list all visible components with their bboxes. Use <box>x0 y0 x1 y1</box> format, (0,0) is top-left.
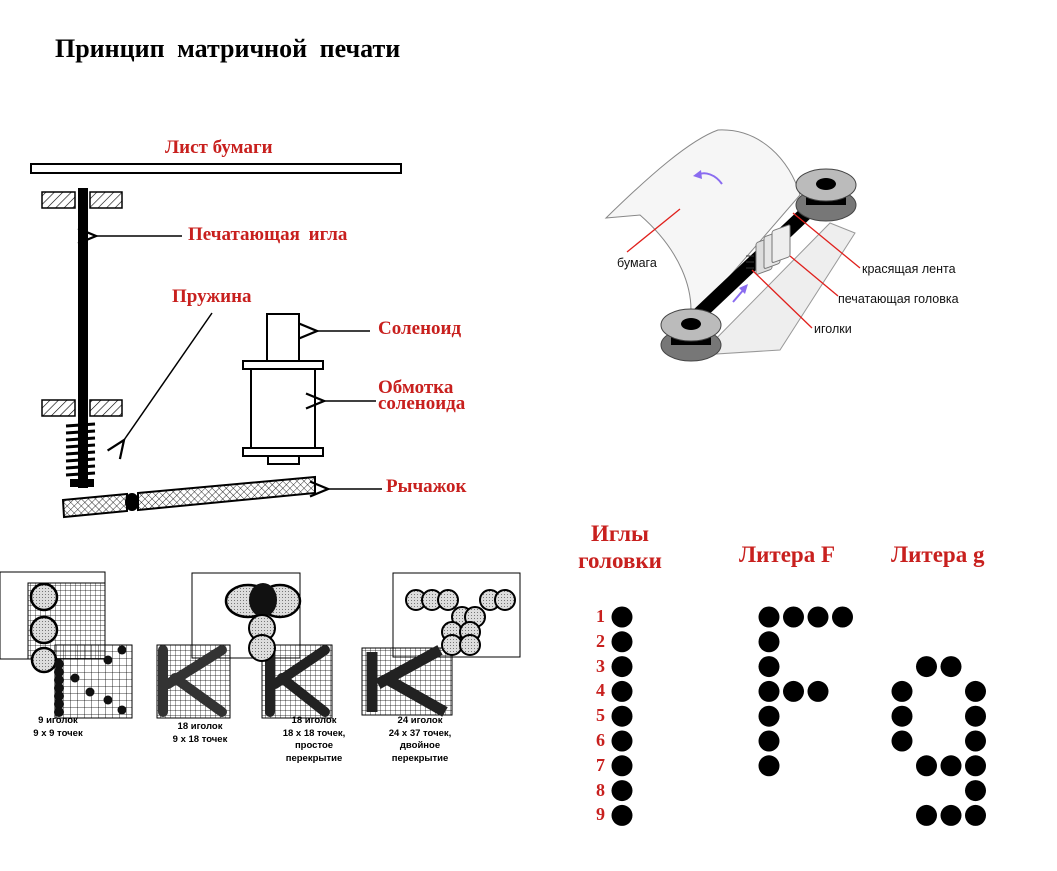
spool-top <box>795 168 857 222</box>
letter-g-dot <box>916 656 937 678</box>
pin-number: 9 <box>596 804 605 825</box>
letter-g-dot <box>916 804 937 826</box>
printer-paper-label: бумага <box>617 256 657 270</box>
pin-dot <box>611 804 633 826</box>
letter-f-dot <box>758 730 780 752</box>
caption-line: перекрытие <box>391 752 449 764</box>
pin-dot <box>611 780 633 802</box>
caption-line: 18 x 18 точек, <box>282 727 346 739</box>
printer-head-label: печатающая головка <box>838 292 959 306</box>
caption-line: 24 x 37 точек, <box>388 727 452 739</box>
caption-line: 18 иголок <box>291 715 337 726</box>
letter-f-label: Литера F <box>739 542 835 567</box>
letter-f-dot <box>807 606 829 628</box>
platen-plate <box>698 222 856 356</box>
letter-f-dot <box>758 755 780 777</box>
lever <box>61 475 316 519</box>
letter-g-dot <box>940 755 962 777</box>
winding-label-line1: Обмотка <box>378 377 454 398</box>
pins-heading-line1: Иглы <box>590 521 650 546</box>
spool-bottom <box>660 308 722 362</box>
pin-number: 8 <box>596 779 605 800</box>
pin-number: 5 <box>596 705 605 726</box>
caption-24-pin: 24 иголок 24 x 37 точек, двойное перекры… <box>376 715 464 765</box>
letter-g-dot <box>940 804 962 826</box>
pin-number: 6 <box>596 730 605 750</box>
winding-label-line2: соленоида <box>378 393 466 414</box>
caption-line: 9 x 9 точек <box>33 727 83 739</box>
letter-f-dot <box>783 606 804 628</box>
spring-label: Пружина <box>172 286 252 307</box>
letter-g-dot <box>965 804 986 826</box>
caption-18-pin-b: 18 иголок 18 x 18 точек, простое перекры… <box>270 715 358 765</box>
letter-f-dot <box>832 606 853 628</box>
letter-f-dot <box>758 705 780 727</box>
pin-dot <box>611 730 633 752</box>
letter-f-dot <box>783 680 804 702</box>
pin-number: 4 <box>596 680 605 701</box>
sample-24-pin <box>361 572 521 717</box>
dot-letters <box>611 606 986 826</box>
letter-g-dot <box>965 730 986 752</box>
pin-dot <box>611 755 633 777</box>
caption-line: двойное <box>399 740 441 751</box>
letter-g-label: Литера g <box>891 542 985 567</box>
letter-g-dot <box>965 780 986 802</box>
printer-ribbon-label: красящая лента <box>862 262 956 276</box>
caption-line: 9 иголок <box>38 715 78 726</box>
paper-sheet-label: Лист бумаги <box>165 137 273 158</box>
paper-sheet <box>30 163 402 174</box>
needle-label: Печатающая игла <box>188 224 348 245</box>
caption-line: простое <box>294 740 334 751</box>
letter-f-dot <box>807 680 829 702</box>
printer-illustration <box>604 129 861 362</box>
pointer-arrows <box>96 236 382 489</box>
pin-dot <box>611 631 633 653</box>
dot-matrix-samples <box>0 571 521 719</box>
caption-line: 24 иголок <box>397 715 443 726</box>
letter-g-dot <box>891 730 913 752</box>
page-title: Принцип матричной печати <box>55 34 401 63</box>
letter-g-dot <box>916 755 937 777</box>
paper-sheet-curved <box>604 129 801 324</box>
pin-number: 7 <box>596 754 605 775</box>
letter-g-dot <box>891 680 913 702</box>
letter-f-dot <box>758 631 780 653</box>
pin-dot <box>611 680 633 702</box>
letter-g-dot <box>965 680 986 702</box>
printer-needles-label: иголки <box>814 322 852 336</box>
letter-f-dot <box>758 656 780 678</box>
pin-number: 2 <box>596 630 605 651</box>
letter-g-dot <box>891 705 913 727</box>
solenoid <box>242 313 324 465</box>
lever-label: Рычажок <box>386 476 467 497</box>
pin-number: 1 <box>596 606 605 626</box>
pins-heading: Иглы головки <box>560 520 680 574</box>
pins-heading-line2: головки <box>578 548 662 573</box>
print-head <box>746 224 791 275</box>
pin-number: 3 <box>596 655 605 676</box>
pin-dot <box>611 705 633 727</box>
caption-9-pin: 9 иголок 9 x 9 точек <box>22 715 94 740</box>
caption-line: 18 иголок <box>177 721 223 732</box>
letter-f-dot <box>758 606 780 628</box>
bushings <box>41 191 123 417</box>
sample-18-pin-a <box>156 572 333 719</box>
sample-9-pin <box>0 571 133 719</box>
letter-g-dot <box>965 705 986 727</box>
solenoid-label: Соленоид <box>378 318 462 339</box>
letter-g-dot <box>965 755 986 777</box>
caption-line: перекрытие <box>285 752 343 764</box>
spring <box>65 422 96 487</box>
pin-dot <box>611 606 633 628</box>
caption-18-pin-a: 18 иголок 9 x 18 точек <box>160 721 240 746</box>
winding-label: Обмотка соленоида <box>378 377 466 414</box>
printing-needle <box>78 188 88 488</box>
caption-line: 9 x 18 точек <box>172 733 228 745</box>
letter-g-dot <box>940 656 962 678</box>
pin-dot <box>611 656 633 678</box>
letter-f-dot <box>758 680 780 702</box>
ink-ribbon <box>672 188 832 340</box>
